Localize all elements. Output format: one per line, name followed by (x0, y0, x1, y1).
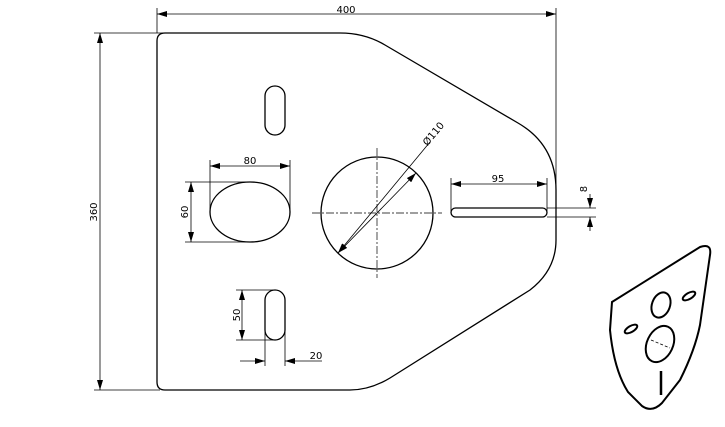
dim-slot-length: 50 (232, 309, 243, 322)
center-circle (320, 156, 434, 270)
plate-outline (156, 32, 557, 391)
dim-overall-width: 400 (336, 5, 355, 16)
dim-circle-diameter: Ø110 (420, 120, 447, 148)
dim-slot-right-width: 8 (579, 186, 590, 192)
bottom-slot (264, 289, 286, 341)
right-slot (450, 207, 548, 218)
dim-slot-right-length: 95 (492, 174, 505, 185)
dim-overall-height: 360 (89, 202, 100, 221)
top-slot (264, 85, 286, 136)
isometric-preview (608, 245, 712, 410)
dim-oval-height: 60 (180, 206, 191, 219)
dim-slot-width: 20 (310, 351, 323, 362)
dim-oval-width: 80 (244, 156, 257, 167)
oval-hole (209, 181, 291, 243)
